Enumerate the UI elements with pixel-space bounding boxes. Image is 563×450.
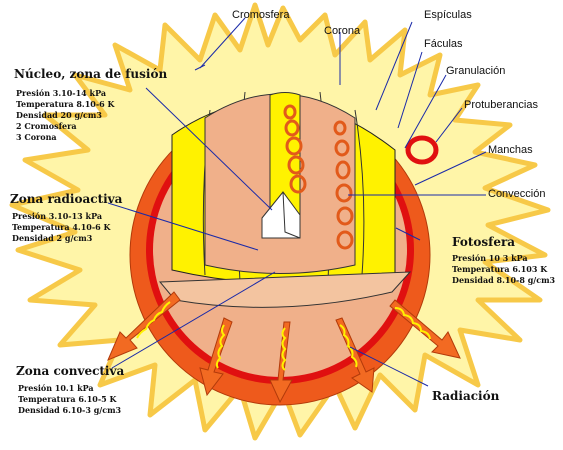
label-espiculas: Espículas (424, 10, 472, 21)
fotosfera-title: Fotosfera (452, 236, 515, 248)
label-manchas: Manchas (488, 145, 533, 156)
fotosfera-line-1: Presión 10 3 kPa (452, 253, 528, 263)
nucleo-line-3: Densidad 20 g/cm3 (16, 110, 102, 120)
label-faculas: Fáculas (424, 39, 463, 50)
convectiva-line-2: Temperatura 6.10-5 K (18, 394, 116, 404)
nucleo-title: Núcleo, zona de fusión (14, 68, 167, 80)
fotosfera-line-2: Temperatura 6.103 K (452, 264, 547, 274)
nucleo-line-1: Presión 3.10-14 kPa (16, 88, 106, 98)
radioactiva-line-1: Presión 3.10-13 kPa (12, 211, 102, 221)
label-conveccion: Convección (488, 189, 545, 200)
nucleo-line-2: Temperatura 8.10-6 K (16, 99, 114, 109)
fotosfera-line-3: Densidad 8.10-8 g/cm3 (452, 275, 555, 285)
label-cromosfera: Cromosfera (232, 10, 289, 21)
label-granulacion: Granulación (446, 66, 505, 77)
radioactiva-line-3: Densidad 2 g/cm3 (12, 233, 92, 243)
radioactiva-line-2: Temperatura 4.10-6 K (12, 222, 110, 232)
convectiva-line-3: Densidad 6.10-3 g/cm3 (18, 405, 121, 415)
label-protuberancias: Protuberancias (464, 100, 538, 111)
nucleo-line-5: 3 Corona (16, 132, 57, 142)
nucleo-line-4: 2 Cromosfera (16, 121, 77, 131)
convectiva-line-1: Presión 10.1 kPa (18, 383, 94, 393)
label-radiacion: Radiación (432, 390, 499, 402)
convectiva-title: Zona convectiva (16, 365, 124, 377)
label-corona: Corona (324, 26, 360, 37)
radioactiva-title: Zona radioactiva (10, 193, 122, 205)
